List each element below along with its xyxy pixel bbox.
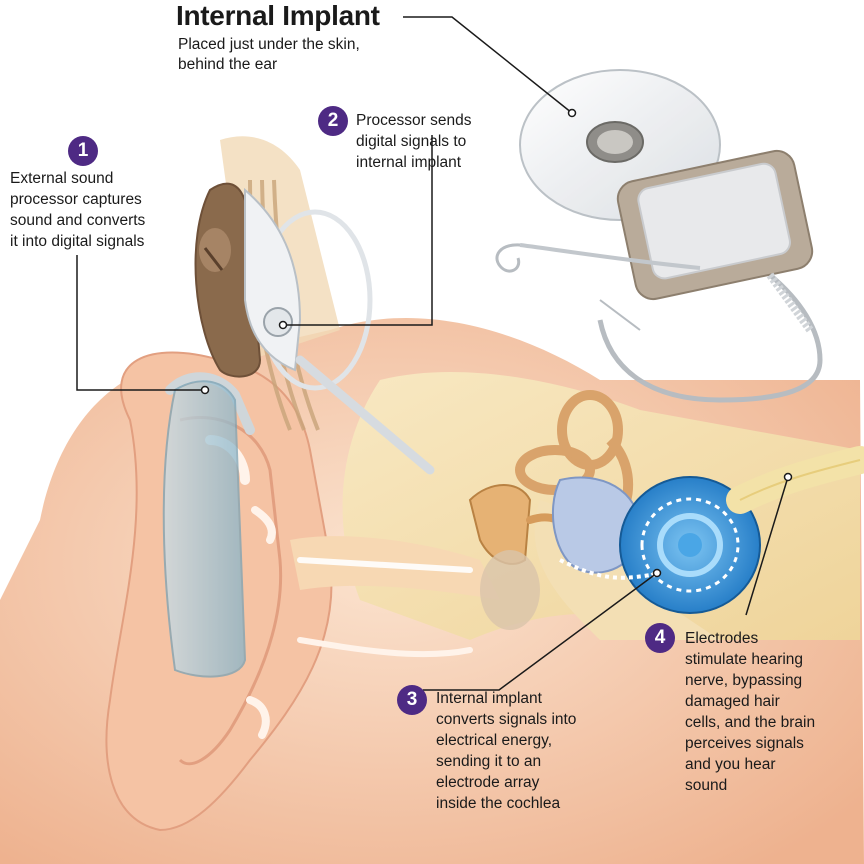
hearing-nerve bbox=[726, 446, 864, 514]
internal-implant-subtitle: Placed just under the skin, behind the e… bbox=[178, 36, 360, 73]
internal-implant-title: Internal Implant bbox=[176, 0, 380, 31]
processor-earhook bbox=[165, 372, 255, 435]
step-4-badge: 4 bbox=[645, 623, 675, 653]
step-4-text: Electrodes stimulate hearing nerve, bypa… bbox=[685, 630, 816, 794]
step-2-badge: 2 bbox=[318, 106, 348, 136]
external-processor bbox=[194, 182, 262, 378]
step-1-badge: 1 bbox=[68, 136, 98, 166]
cochlea bbox=[559, 476, 761, 614]
processor-body bbox=[162, 380, 247, 678]
step-2-text: Processor sends digital signals to inter… bbox=[356, 112, 472, 171]
ear-canal bbox=[290, 536, 500, 658]
step-3-badge: 3 bbox=[397, 685, 427, 715]
leader-lines bbox=[76, 16, 793, 691]
step-3-text: Internal implant converts signals into e… bbox=[436, 690, 577, 812]
internal-implant-device bbox=[495, 69, 823, 403]
step-1-text: External sound processor captures sound … bbox=[10, 170, 146, 250]
